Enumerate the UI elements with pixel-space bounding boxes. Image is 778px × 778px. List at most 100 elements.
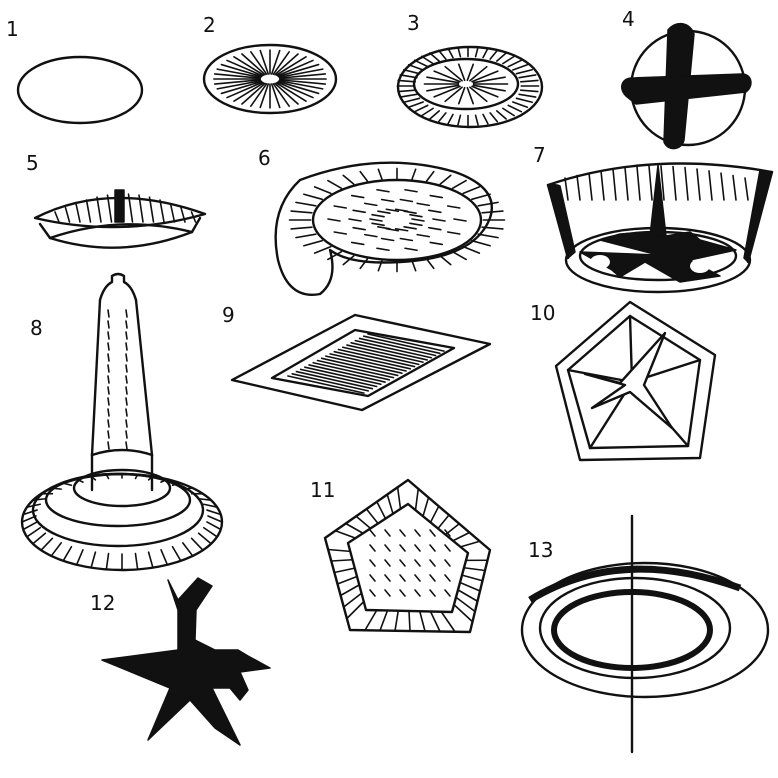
figure-8-tower-dash (108, 343, 109, 350)
figure-6-dash (377, 190, 389, 192)
label-figure-8: 8 (30, 316, 43, 340)
figure-6-dash (400, 238, 412, 240)
figure-5-stacked-lenses (35, 190, 205, 248)
figure-11-dash (415, 530, 420, 536)
figure-6-dash (404, 211, 416, 213)
figure-8-coil-hatch (161, 550, 167, 565)
figure-8-coil-hatch (33, 533, 45, 544)
figure-7-cup-star (548, 164, 772, 292)
figure-11-dash (400, 575, 405, 581)
figure-8-tower-dash (126, 387, 127, 394)
figure-7-dash (625, 168, 628, 200)
figure-6-rim-hatch (482, 211, 503, 213)
figure-11-rim-hatch (441, 612, 455, 632)
figure-6-dash (334, 206, 346, 208)
figure-3-rim-hatch (503, 56, 514, 63)
figure-6-rim-hatch (478, 202, 498, 205)
figure-6-dash (400, 200, 412, 202)
figure-11-dash (370, 575, 375, 581)
figure-12-branched-star (102, 578, 270, 745)
figure-6-dash (353, 228, 365, 230)
figure-11-rim-hatch (431, 506, 439, 522)
figure-6-dash (448, 232, 460, 234)
figure-3-rim-hatch (513, 65, 528, 70)
figure-3-rim-hatch (519, 94, 536, 97)
figure-11-dash (400, 545, 405, 551)
figure-4-cross-circle (622, 24, 751, 149)
figure-8-coil-hatch (51, 488, 61, 489)
figure-11-dash (445, 590, 450, 596)
figure-8-coil-hatch (173, 547, 181, 561)
figure-11-rim-hatch (431, 612, 441, 632)
figure-11-rim-hatch (416, 489, 419, 510)
figure-11-rim-hatch (341, 585, 360, 596)
figure-6-dash (433, 219, 445, 221)
figure-3-rim-hatch (513, 102, 528, 107)
figure-5-striation (66, 208, 70, 222)
figure-7-dash (673, 167, 676, 200)
figure-8-coil-hatch (199, 533, 211, 544)
figure-6-rim-hatch (478, 234, 498, 237)
figure-3-rim-hatch (458, 47, 460, 57)
figure-6-dash (352, 196, 364, 198)
figure-8-tower-dash (108, 376, 109, 383)
figure-3-rim-hatch (490, 50, 497, 59)
figure-3-rim-hatch (497, 53, 506, 61)
figure-5-striation (171, 204, 175, 222)
figure-6-dash (405, 248, 417, 250)
figure-8-coil-hatch (41, 538, 52, 550)
figure-3-rim-hatch (448, 114, 453, 123)
figure-8-coil-hatch (149, 552, 153, 568)
figure-8-tower-dash (126, 442, 127, 449)
label-figure-1: 1 (6, 17, 19, 41)
figure-8-tower-dash (108, 365, 109, 372)
figure-8-tower-dash (108, 409, 109, 416)
figure-8-coil-hatch (77, 550, 83, 565)
figure-11-rim-hatch (335, 531, 355, 538)
figure-6-rim-hatch (463, 187, 479, 194)
figure-6-rim-hatch (412, 261, 416, 271)
figure-6-rim-hatch (315, 187, 331, 194)
figure-11-rim-hatch (395, 611, 398, 631)
figure-3-rim-hatch (439, 50, 446, 59)
figure-7-dash (733, 176, 736, 200)
figure-3-rim-hatch (508, 105, 521, 111)
figure-10-pentagon-star (556, 302, 715, 460)
figure-8-tower-dash (108, 310, 109, 317)
figure-11-rim-hatch (398, 487, 401, 509)
figure-3-rim-hatch (404, 98, 420, 102)
figure-6-dash (370, 219, 382, 221)
figure-8-tower-dash (108, 420, 109, 427)
figure-6-dash (410, 215, 422, 217)
figure-6-dash (372, 215, 384, 217)
figure-6-dash (417, 235, 429, 237)
figure-11-dash (385, 530, 390, 536)
figure-7-dash (577, 176, 580, 200)
figure-8-coil-hatch (207, 522, 221, 530)
figure-7-dash (637, 167, 640, 200)
figure-8-coil-hatch (183, 488, 193, 489)
figure-8-tower-dash (108, 431, 109, 438)
figure-8-coil-hatch (22, 516, 36, 522)
figure-6-dash (430, 242, 442, 244)
figure-3-rim-hatch (476, 47, 478, 57)
figure-7-dash (745, 178, 748, 200)
figure-6-rim-hatch (453, 252, 467, 260)
figure-6-rim-hatch (296, 234, 316, 237)
figure-3-rim-hatch (400, 75, 417, 78)
figure-6-dash (405, 190, 417, 192)
figure-8-tower-dash (108, 321, 109, 328)
figure-11-rim-hatch (460, 583, 480, 592)
figure-11-dash (445, 545, 450, 551)
figure-6-dash (454, 219, 466, 221)
figure-3-rim-hatch (398, 80, 415, 81)
label-figure-7: 7 (533, 143, 546, 167)
figure-11-dash (415, 590, 420, 596)
figure-3-rim-hatch (483, 48, 488, 57)
figure-11-rim-hatch (347, 602, 364, 619)
figure-11-rim-hatch (334, 568, 354, 572)
figure-7-dash (685, 168, 688, 200)
figure-3-rim-hatch (516, 70, 532, 74)
figure-11-rim-hatch (464, 568, 485, 571)
label-figure-9: 9 (222, 303, 235, 327)
